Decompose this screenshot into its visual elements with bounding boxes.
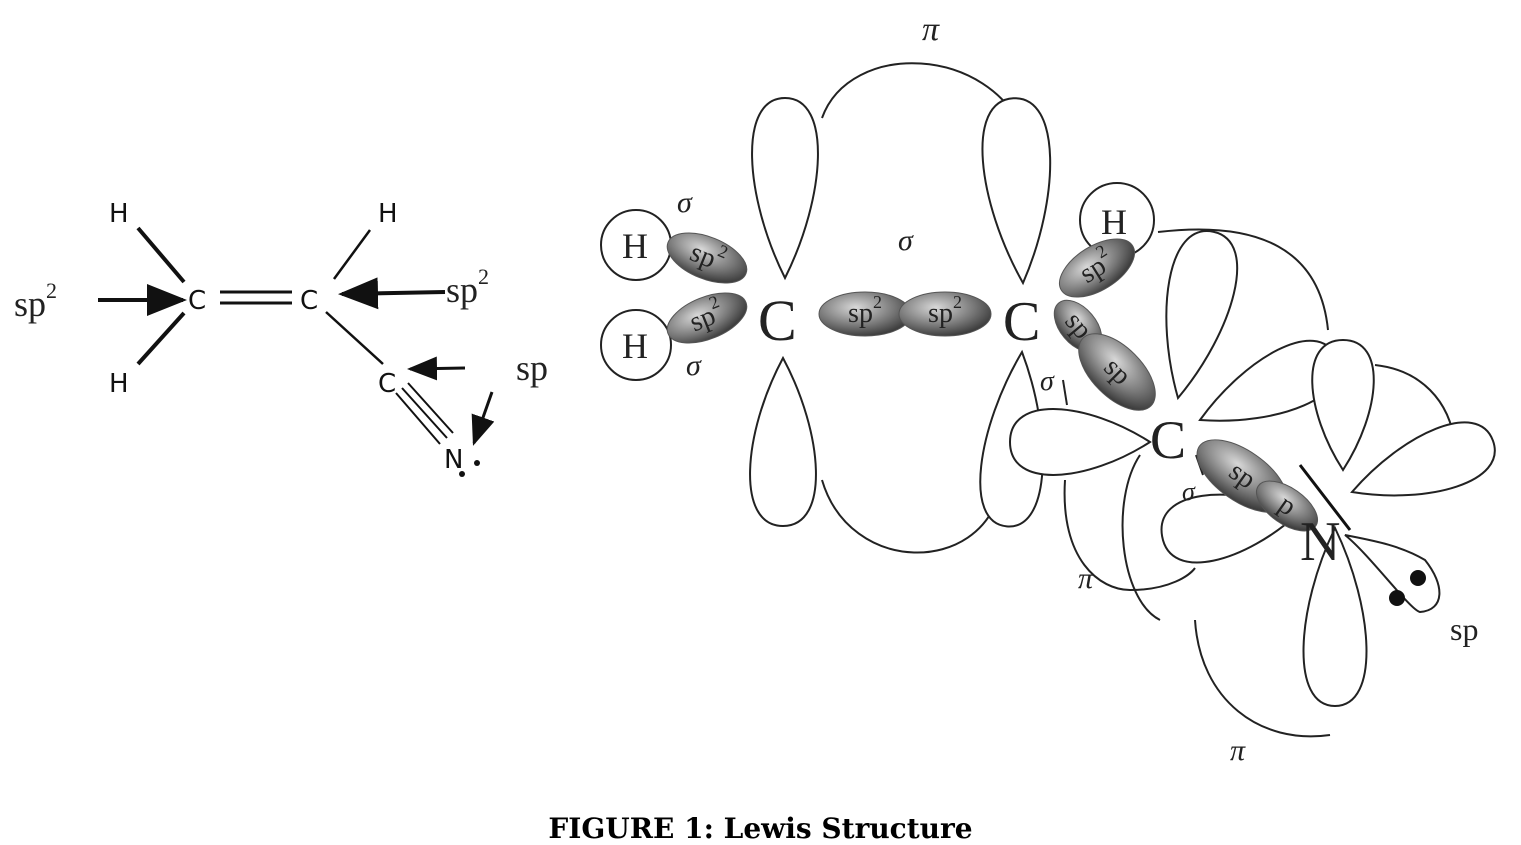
atom-h3: H [378,199,398,229]
hybrid-orbital: sp2 [666,232,748,284]
atom-n: N [444,445,463,475]
hybrid-orbital: sp2 [818,291,912,337]
bond-c1-h2 [136,311,186,366]
bond-c2-h3 [332,229,372,280]
lone-pair-dot [1410,570,1426,586]
sigma-label: σ [1040,366,1055,397]
p-orbital-lobe [1302,525,1368,708]
atom-c2: C [300,286,318,316]
sigma-label: σ [686,349,702,382]
hydrogen-label: H [622,326,648,366]
hybrid-orbital: sp2 [666,291,748,344]
triple-bond-1 [395,392,441,445]
atom-h2: H [109,369,129,399]
p-orbital-lobe [751,96,819,281]
p-orbital-lobe [1008,408,1152,476]
hybrid-orbital-label: sp2 [928,292,962,329]
sigma-pointer [1062,379,1068,406]
sp-label: sp [516,348,548,388]
hybrid-orbital-lobe [1059,238,1135,298]
lone-pair-orbital [1344,534,1441,614]
hybrid-orbital-lobe [898,291,992,337]
hybrid-orbital: sp2 [898,291,992,337]
pi-arc-upper-right [1157,228,1329,331]
hybrid-orbital: sp2 [1059,238,1135,298]
bond-c1-h1 [136,226,186,284]
hybrid-orbital-label: sp2 [848,292,882,329]
arrow-sp2-right [338,277,446,310]
sigma-label: σ [898,224,914,257]
p-orbital-lobe [1350,421,1496,497]
hybrid-orbital-lobe [666,232,748,284]
hydrogen-label: H [1101,202,1127,242]
p-orbital-lobe [1311,338,1375,472]
arrow-sp-n [471,391,495,446]
carbon-label: C [1003,291,1040,353]
lone-pair-dot [459,471,465,477]
atom-h1: H [109,199,129,229]
lewis-labels: sp2 sp2 sp C C C N H H H [14,199,548,475]
hybrid-orbital-lobe [666,292,748,344]
atom-c1: C [188,286,206,316]
pi-label-mid: π [1078,562,1094,595]
hybrid-orbital: p [1256,480,1318,532]
p-orbital-lobe [749,355,817,528]
lone-pair [1298,464,1441,614]
hydrogen-orbitals [600,182,1155,381]
hydrogen-1s-orbital [600,309,672,381]
lone-pair-dot [1389,590,1405,606]
pi-arc-lower [1121,454,1161,621]
pi-arc-bottom [821,479,1001,554]
figure-caption: FIGURE 1: Lewis Structure [548,812,973,845]
lone-pair-sp-label: sp [1450,611,1478,647]
lewis-structure [98,226,495,477]
sigma-label: σ [1182,477,1196,506]
cn-bond-line [1298,464,1352,531]
sigma-label: σ [677,186,693,219]
sp2-label-right: sp2 [446,264,489,310]
pi-arc-bottom-right [1194,619,1331,738]
pi-arc-left [1063,479,1196,592]
arrow-sp-c3 [407,356,466,381]
triple-bond-2 [401,387,448,439]
hybrid-orbital-lobe [1256,480,1318,532]
atom-c3: C [378,369,396,399]
carbon-label: C [1150,410,1186,470]
p-orbital-lobes [749,96,1496,708]
hydrogen-label: H [622,226,648,266]
pi-label-top: π [922,11,940,48]
sp2-label-left: sp2 [14,278,57,324]
lone-pair-dot [474,460,480,466]
orbital-labels: π π π σ σ σ σ σ H H H C C C N sp [622,11,1478,767]
p-orbital-lobe [1165,230,1239,401]
hybrid-orbital: sp [1078,333,1156,411]
nitrogen-label: N [1300,511,1340,573]
triple-bond-3 [407,382,454,434]
pi-label-bottom: π [1230,734,1246,767]
bond-c2-c3 [325,311,384,365]
carbon-label: C [758,288,797,353]
p-orbital-lobe [981,97,1052,286]
hybrid-orbital-lobe [1078,333,1156,411]
